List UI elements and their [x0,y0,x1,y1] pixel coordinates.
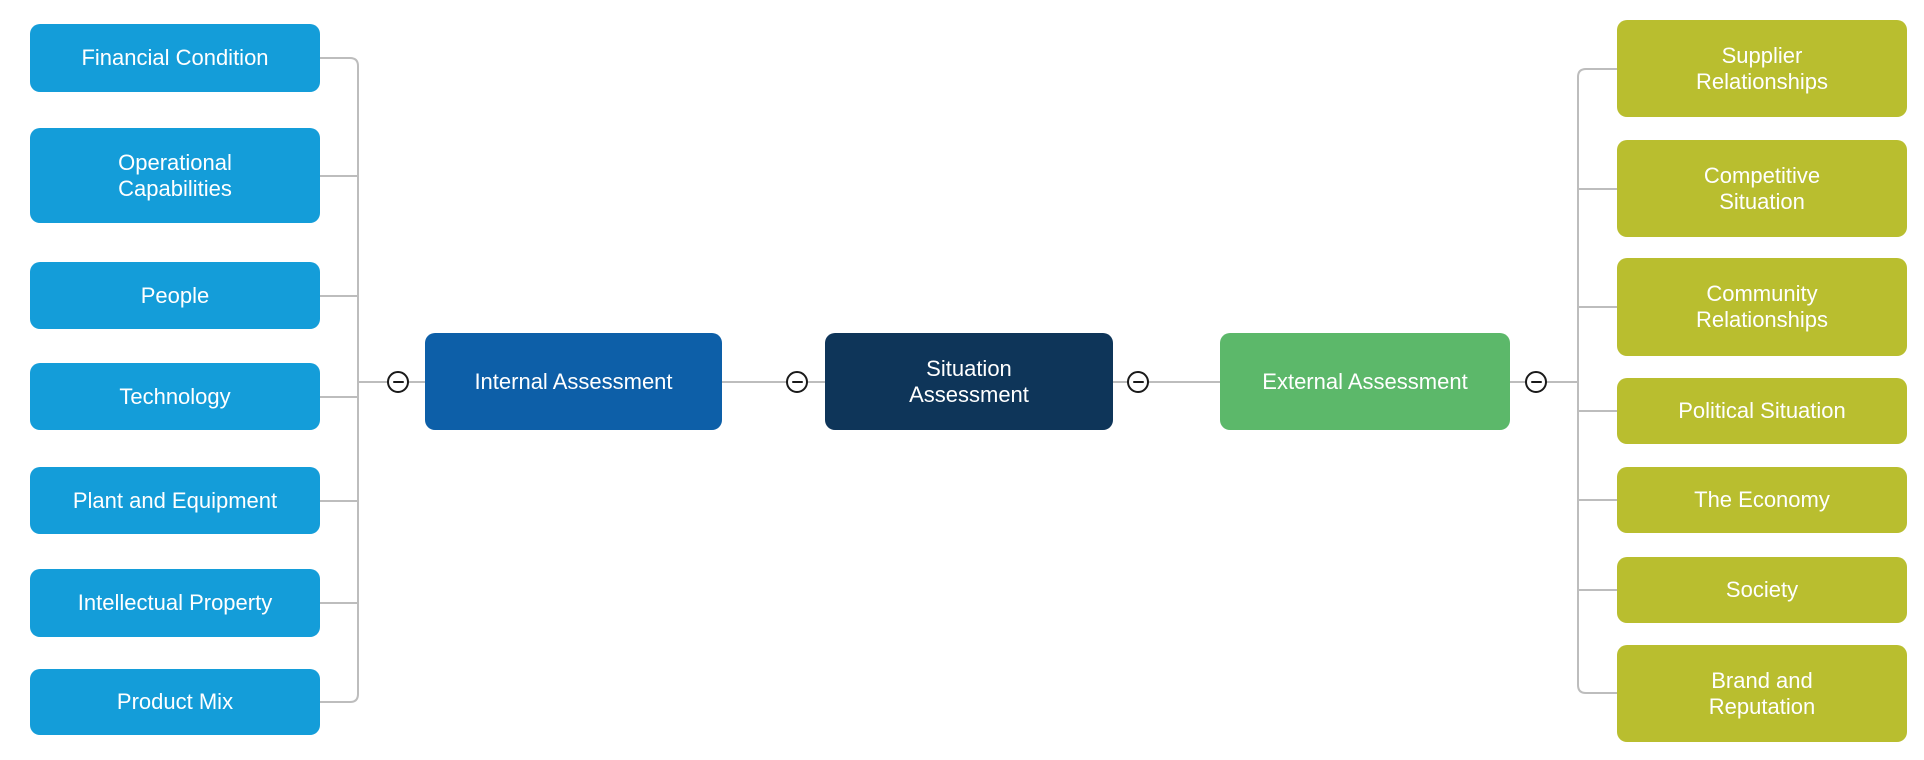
minus-icon [1530,380,1542,384]
node-situation-assessment[interactable]: Situation Assessment [825,333,1113,430]
node-label: Plant and Equipment [72,487,278,513]
node-internal-assessment[interactable]: Internal Assessment [425,333,722,430]
minus-icon [791,380,803,384]
minus-icon [392,380,404,384]
minus-icon [1132,380,1144,384]
node-label: Community Relationships [1695,281,1829,332]
node-external-assessment[interactable]: External Assessment [1220,333,1510,430]
node-product-mix[interactable]: Product Mix [30,669,320,735]
node-label: Technology [119,383,231,409]
collapse-internal-children-button[interactable] [387,371,409,393]
node-financial-condition[interactable]: Financial Condition [30,24,320,92]
node-label: Supplier Relationships [1695,42,1829,94]
node-label: Financial Condition [81,45,269,71]
node-intellectual-property[interactable]: Intellectual Property [30,569,320,637]
node-society[interactable]: Society [1617,557,1907,623]
node-label: The Economy [1694,487,1830,513]
node-people[interactable]: People [30,262,320,329]
node-brand-and-reputation[interactable]: Brand and Reputation [1617,645,1907,742]
node-label: Brand and Reputation [1708,667,1816,719]
node-operational-capabilities[interactable]: Operational Capabilities [30,128,320,223]
node-label: Political Situation [1678,398,1846,424]
node-label: Competitive Situation [1703,162,1821,214]
node-label: Situation Assessment [909,355,1029,407]
node-label: External Assessment [1262,368,1468,394]
node-the-economy[interactable]: The Economy [1617,467,1907,533]
node-competitive-situation[interactable]: Competitive Situation [1617,140,1907,237]
collapse-internal-branch-button[interactable] [786,371,808,393]
collapse-external-children-button[interactable] [1525,371,1547,393]
node-technology[interactable]: Technology [30,363,320,430]
node-label: Society [1725,577,1799,603]
node-label: Intellectual Property [77,590,273,616]
node-label: Internal Assessment [474,368,673,394]
node-label: People [140,282,210,308]
right-trunk-connector [1577,68,1617,694]
node-community-relationships[interactable]: Community Relationships [1617,258,1907,356]
node-plant-and-equipment[interactable]: Plant and Equipment [30,467,320,534]
left-trunk-connector [320,57,359,703]
node-political-situation[interactable]: Political Situation [1617,378,1907,444]
node-supplier-relationships[interactable]: Supplier Relationships [1617,20,1907,117]
node-label: Operational Capabilities [118,149,232,201]
collapse-external-branch-button[interactable] [1127,371,1149,393]
node-label: Product Mix [116,689,234,715]
